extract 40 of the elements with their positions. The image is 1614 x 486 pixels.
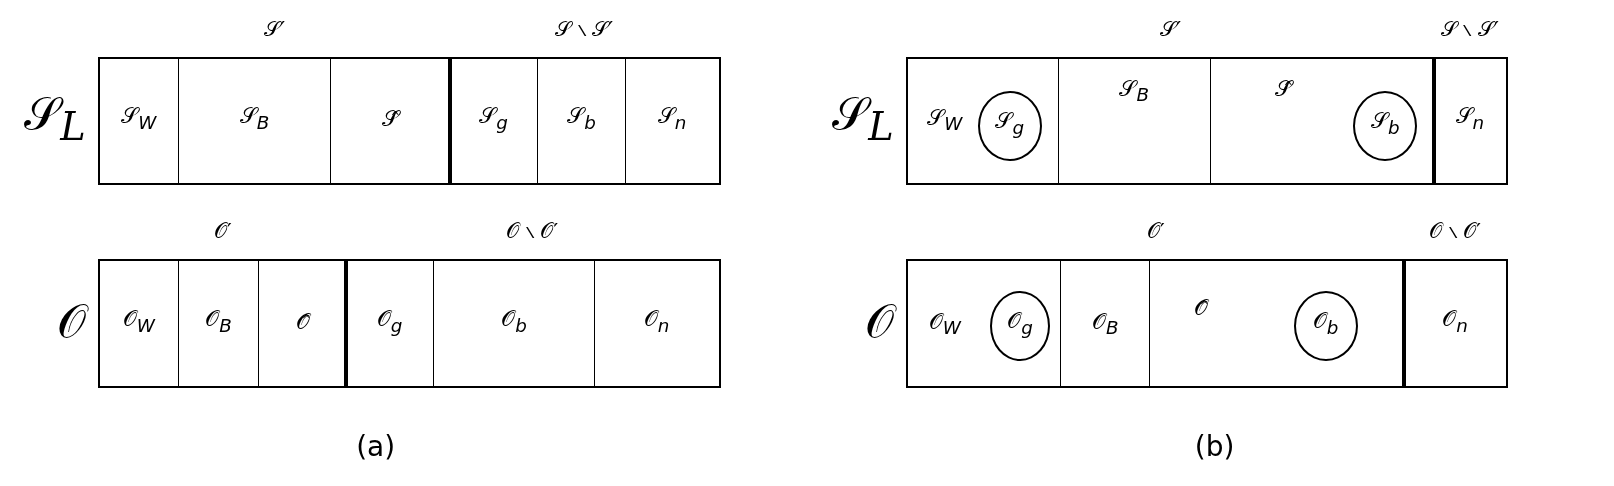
ellipse-label: 𝒮$_{b}$ bbox=[1371, 107, 1400, 138]
cell-label: 𝒮$_{W}$ bbox=[121, 103, 157, 133]
subset-ellipse bbox=[977, 90, 1042, 161]
cell-label: 𝒮$_{g}$ bbox=[479, 103, 508, 133]
subset-heading: 𝒪 ∖ 𝒪′ bbox=[506, 219, 559, 244]
cell-label: 𝒮$_{b}$ bbox=[567, 103, 596, 133]
cell-label: 𝒮$_{B}$ bbox=[1119, 76, 1149, 106]
subset-heading: 𝒪 ∖ 𝒪′ bbox=[1428, 219, 1481, 244]
panel-caption: (a) bbox=[356, 430, 396, 464]
set-label: 𝒮$_{L}$ bbox=[24, 86, 86, 149]
subset-ellipse bbox=[1293, 291, 1358, 362]
cell-label: 𝒪̂ bbox=[1194, 295, 1209, 321]
subset-heading: 𝒮 ∖ 𝒮′ bbox=[555, 16, 614, 41]
subset-heading: 𝒮′ bbox=[1160, 16, 1182, 41]
ellipse-label: 𝒮$_{g}$ bbox=[995, 107, 1024, 138]
cell-label: 𝒪$_{g}$ bbox=[376, 306, 403, 336]
ellipse-label: 𝒪$_{b}$ bbox=[1312, 308, 1339, 338]
cell-label: 𝒪$_{B}$ bbox=[1092, 308, 1119, 339]
subset-heading: 𝒪′ bbox=[213, 219, 232, 244]
cell-label: 𝒮̂ bbox=[382, 105, 400, 131]
cell-label: 𝒪$_{W}$ bbox=[122, 306, 155, 336]
cell-label: 𝒪$_{W}$ bbox=[928, 308, 961, 339]
subset-heading: 𝒮′ bbox=[264, 16, 286, 41]
cell-label: 𝒮$_{B}$ bbox=[239, 103, 270, 133]
cell-label: 𝒮$_{W}$ bbox=[927, 104, 963, 135]
cell-label: 𝒪$_{n}$ bbox=[643, 306, 670, 336]
cell-label: 𝒪$_{B}$ bbox=[205, 306, 232, 336]
subset-heading: 𝒪′ bbox=[1147, 219, 1165, 244]
set-label: 𝒮$_{L}$ bbox=[832, 86, 894, 149]
cell-label: 𝒪̂ bbox=[295, 308, 310, 334]
cell-label: 𝒮$_{n}$ bbox=[657, 103, 687, 133]
cell-label: 𝒮̂ bbox=[1275, 76, 1292, 102]
cell-label: 𝒪$_{b}$ bbox=[501, 306, 527, 336]
ellipse-label: 𝒪$_{g}$ bbox=[1007, 308, 1033, 338]
subset-heading: 𝒮 ∖ 𝒮′ bbox=[1440, 16, 1499, 41]
cell-label: 𝒮$_{n}$ bbox=[1455, 103, 1485, 133]
subset-ellipse bbox=[990, 291, 1050, 362]
cell-label: 𝒪$_{n}$ bbox=[1442, 306, 1468, 336]
panel-caption: (b) bbox=[1194, 430, 1235, 464]
subset-ellipse bbox=[1353, 90, 1418, 161]
